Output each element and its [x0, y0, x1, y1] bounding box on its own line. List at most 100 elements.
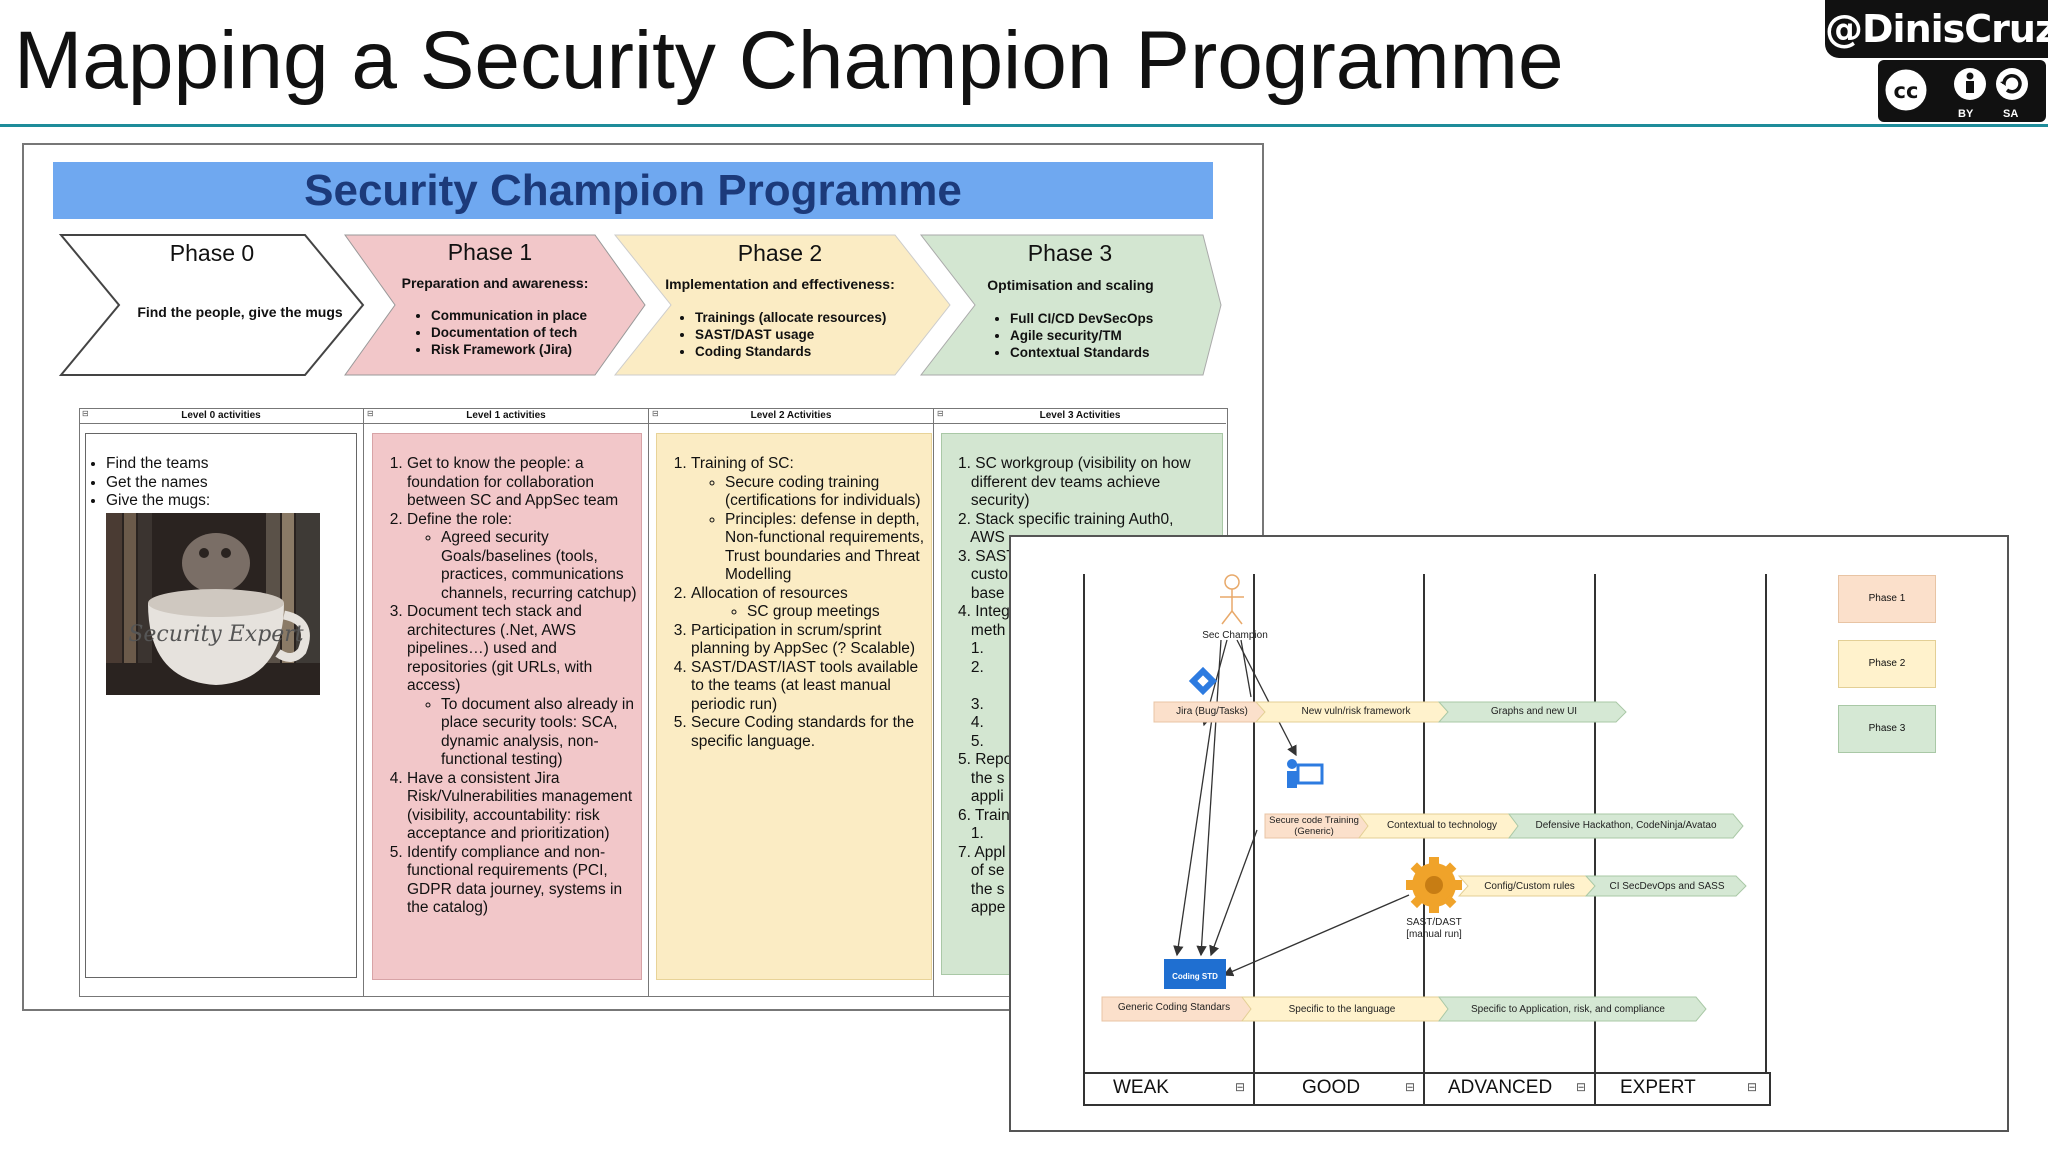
phase-2-item: SAST/DAST usage — [695, 326, 886, 343]
level-0-header: Level 0 activities — [79, 408, 363, 424]
collapse-icon[interactable]: ⊟ — [652, 409, 659, 418]
level-2-item: Allocation of resources SC group meeting… — [691, 585, 931, 622]
arrow-ci-secdevops — [1584, 875, 1747, 897]
axis-divider — [1253, 1072, 1255, 1104]
level-3-line: security) — [958, 492, 1030, 509]
axis-divider — [1594, 1072, 1596, 1104]
legend-phase-2: Phase 2 — [1838, 640, 1936, 688]
level-2-box: Training of SC: Secure coding training (… — [656, 433, 932, 980]
level-0-item: Give the mugs: — [106, 492, 356, 511]
author-handle: @DinisCruz — [1825, 0, 2048, 58]
contextual-label: Contextual to technology — [1386, 820, 1498, 831]
collapse-icon[interactable]: ⊟ — [1576, 1080, 1587, 1094]
collapse-icon[interactable]: ⊟ — [1747, 1080, 1758, 1094]
level-3-line: 4. Integ — [958, 603, 1010, 620]
ci-secdevops-label: CI SecDevOps and SASS — [1609, 881, 1725, 892]
level-3-line: 6. Train — [958, 806, 1010, 824]
phase-3-subtitle: Optimisation and scaling — [987, 277, 1154, 293]
sast-dast-sub-label: [manual run] — [1406, 929, 1462, 940]
level-3-line: the s — [958, 769, 1005, 787]
collapse-icon[interactable]: ⊟ — [937, 409, 944, 418]
level-2-item: SAST/DAST/IAST tools available to the te… — [691, 659, 931, 715]
axis-divider — [1423, 1072, 1425, 1104]
level-2-item-text: Allocation of resources — [691, 584, 848, 602]
phase-0-arrow — [58, 234, 365, 376]
level-1-item-text: Define the role: — [407, 510, 513, 528]
secure-code-training-label: Secure code Training (Generic) — [1269, 815, 1359, 837]
phase-1-item: Communication in place — [431, 307, 587, 324]
level-3-line: 5. — [958, 732, 984, 750]
collapse-icon[interactable]: ⊟ — [367, 409, 374, 418]
sast-gear-icon — [1406, 857, 1462, 913]
cc-by-sa-icon: cc — [1882, 66, 2028, 114]
phase-3-item: Agile security/TM — [1010, 327, 1153, 344]
config-rules-label: Config/Custom rules — [1484, 881, 1575, 892]
level-2-list: Training of SC: Secure coding training (… — [657, 455, 931, 751]
level-3-line: of se — [958, 862, 1005, 879]
new-vuln-label: New vuln/risk framework — [1301, 706, 1411, 717]
coding-std-label: Coding STD — [1172, 972, 1218, 981]
level-1-item: Have a consistent Jira Risk/Vulnerabilit… — [407, 770, 641, 844]
by-label: BY — [1958, 108, 1974, 120]
level-3-text: 1. SC workgroup (visibility on how diffe… — [942, 434, 1222, 918]
phase-2-list: Trainings (allocate resources) SAST/DAST… — [677, 309, 886, 360]
level-3-line: appe — [958, 899, 1006, 916]
level-3-line: 5. Repo — [958, 751, 1013, 768]
phase-2-item: Coding Standards — [695, 343, 886, 360]
level-3-line: 1. SC workgroup (visibility on how — [958, 455, 1191, 472]
map-connectors — [1101, 574, 1747, 1022]
level-3-line: appli — [958, 788, 1004, 805]
level-0-list: Find the teams Get the names Give the mu… — [86, 455, 356, 511]
legend-phase-1: Phase 1 — [1838, 575, 1936, 623]
level-1-header: Level 1 activities — [364, 408, 648, 424]
collapse-icon[interactable]: ⊟ — [1405, 1080, 1416, 1094]
graphs-label: Graphs and new UI — [1490, 706, 1578, 717]
level-1-box: Get to know the people: a foundation for… — [372, 433, 642, 980]
phase-3-item: Full CI/CD DevSecOps — [1010, 310, 1153, 327]
collapse-icon[interactable]: ⊟ — [1235, 1080, 1246, 1094]
level-2-subitem: Secure coding training (certifications f… — [725, 474, 931, 511]
training-presenter-icon — [1287, 759, 1324, 788]
language-label: Specific to the language — [1288, 1004, 1396, 1015]
generic-standards-label: Generic Coding Standars — [1117, 1002, 1231, 1013]
jira-label: Jira (Bug/Tasks) — [1176, 706, 1248, 717]
axis-label-good: GOOD — [1302, 1077, 1361, 1098]
column-divider — [1765, 574, 1767, 1102]
level-3-line: AWS — [958, 529, 1005, 546]
level-1-item: Identify compliance and non-functional r… — [407, 844, 641, 918]
phase-2-subtitle: Implementation and effectiveness: — [665, 276, 895, 292]
level-1-item: Get to know the people: a foundation for… — [407, 455, 641, 511]
mug-text: Security Expert — [128, 622, 303, 647]
phase-1-title: Phase 1 — [447, 239, 533, 265]
level-2-subitem: SC group meetings — [747, 603, 931, 622]
level-3-line: 1. — [958, 640, 984, 657]
level-0-column: Level 0 activities — [79, 408, 364, 996]
level-3-column: Level 3 Activities — [934, 408, 1226, 996]
level-1-column: Level 1 activities — [364, 408, 649, 996]
cc-letters: cc — [1894, 79, 1919, 103]
phase-1-arrow — [344, 234, 646, 376]
programme-title: Security Champion Programme — [304, 166, 962, 215]
phase-2-arrow — [613, 234, 951, 376]
level-1-item: Define the role: Agreed security Goals/b… — [407, 511, 641, 604]
phase-0-title: Phase 0 — [169, 240, 255, 266]
level-1-item: Document tech stack and architectures (.… — [407, 603, 641, 770]
level-0-item: Get the names — [106, 474, 356, 493]
collapse-icon[interactable]: ⊟ — [82, 409, 89, 418]
phase-0-item: Find the people, give the mugs — [137, 304, 343, 320]
phase-2-title: Phase 2 — [737, 240, 823, 266]
coding-std-box — [1164, 959, 1226, 989]
level-3-line: base — [958, 584, 1005, 602]
level-3-line: the s — [958, 880, 1005, 898]
level-3-line: custo — [958, 566, 1008, 583]
phase-3-item: Contextual Standards — [1010, 344, 1153, 361]
level-1-subitem: Agreed security Goals/baselines (tools, … — [441, 529, 641, 603]
level-1-subitem: To document also already in place securi… — [441, 696, 641, 770]
sa-label: SA — [2003, 108, 2019, 120]
level-2-item: Participation in scrum/sprint planning b… — [691, 622, 931, 659]
level-1-list: Get to know the people: a foundation for… — [373, 455, 641, 918]
level-2-item: Training of SC: Secure coding training (… — [691, 455, 931, 585]
level-3-line: 2. — [958, 658, 984, 676]
phase-3-title: Phase 3 — [1027, 240, 1113, 266]
level-2-subitem: Principles: defense in depth, Non-functi… — [725, 511, 931, 585]
